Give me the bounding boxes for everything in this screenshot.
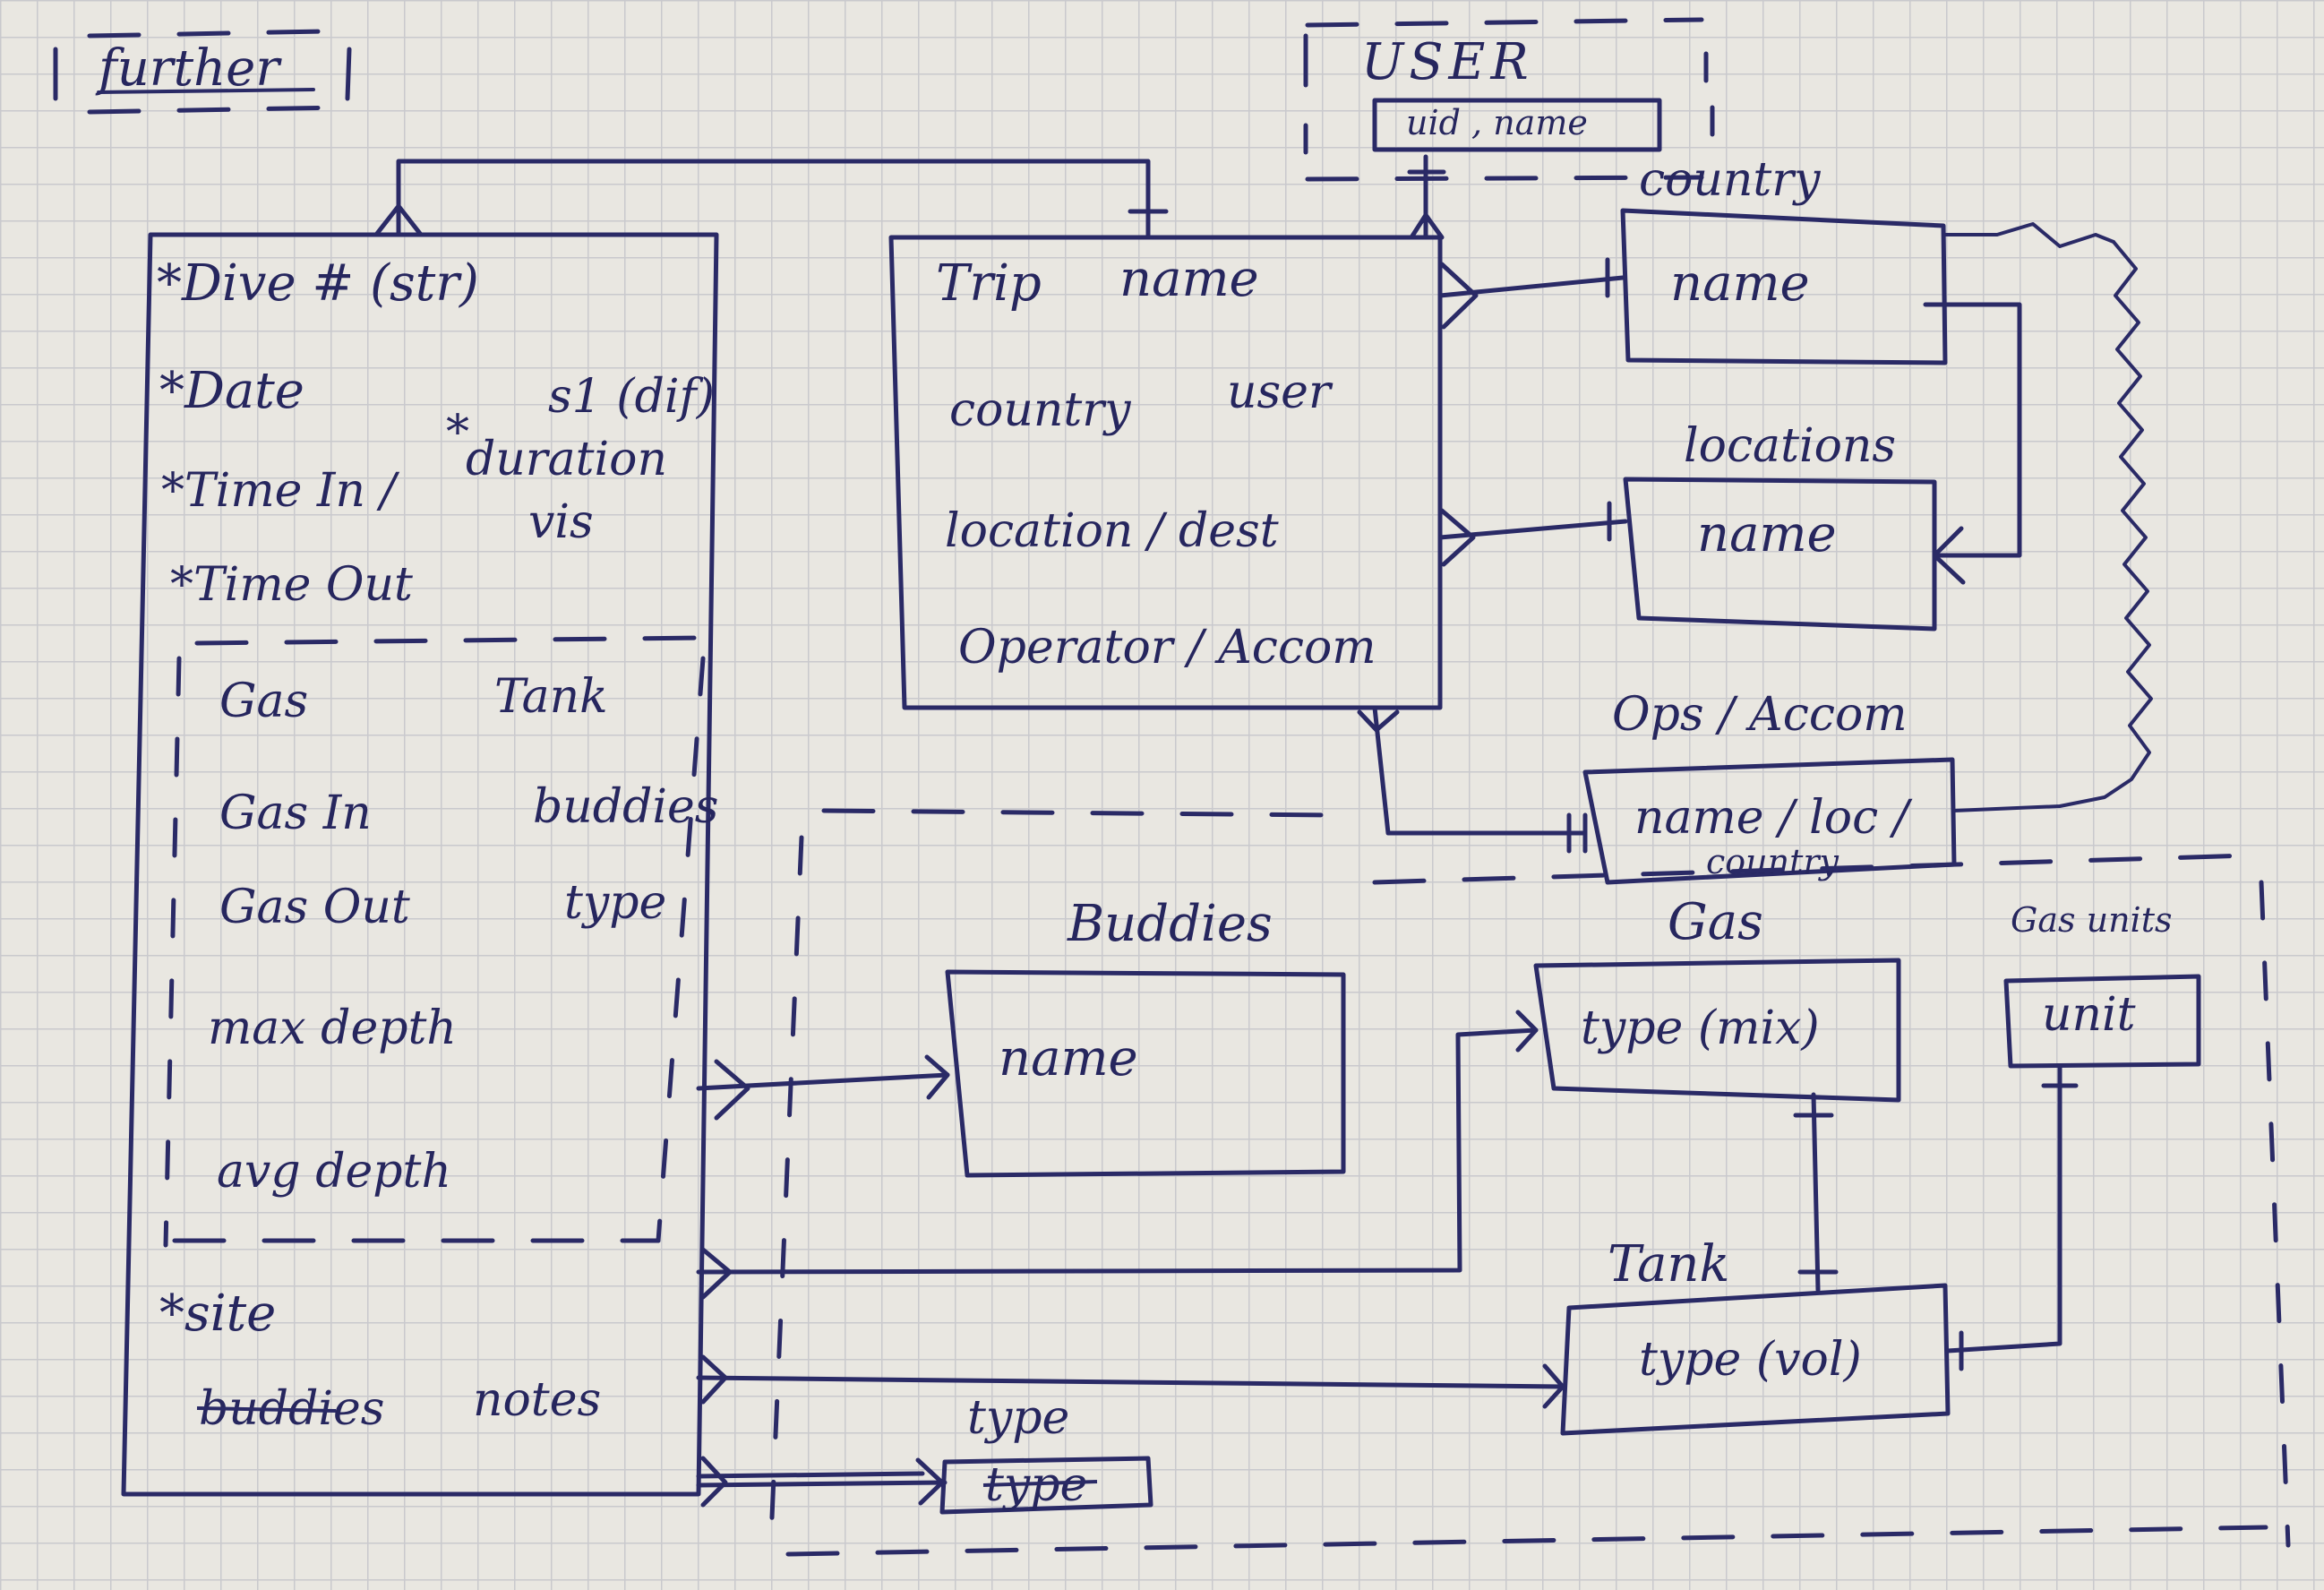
dive-field-time-out: *Time Out (170, 558, 413, 612)
ops-entity: Ops / Accom name / loc / country (1582, 688, 1957, 885)
gas-units-title: Gas units (2011, 900, 2172, 940)
tank-field-type: type (vol) (1639, 1333, 1862, 1387)
dive-field-type: type (564, 876, 666, 930)
dive-type-entity: type type (939, 1391, 1153, 1515)
country-field-name: name (1670, 254, 1810, 313)
dive-entity: *Dive # (str) *Date s1 (dif) *Time In / … (121, 232, 719, 1497)
user-fields: uid , name (1406, 103, 1588, 142)
gas-units-entity: Gas units unit (2003, 900, 2201, 1069)
tank-title: Tank (1608, 1235, 1729, 1293)
user-entity: USER uid , name (1303, 17, 1715, 182)
trip-field-location: location / dest (945, 504, 1279, 558)
country-entity: country name (1620, 153, 1948, 365)
dive-field-si: s1 (dif) (548, 370, 715, 424)
gas-field-type: type (mix) (1581, 1001, 1820, 1055)
trip-entity: Trip name country user location / dest O… (888, 235, 1443, 710)
dive-field-site: *site (159, 1285, 276, 1343)
dive-field-avg-depth: avg depth (217, 1145, 451, 1199)
dive-field-time-in: *Time In / (161, 464, 399, 518)
locations-entity: locations name (1623, 419, 1937, 632)
trip-field-operator: Operator / Accom (958, 621, 1376, 675)
dive-field-max-depth: max depth (208, 1001, 457, 1055)
dive-field-duration-star: * (446, 406, 469, 460)
user-title: USER (1361, 33, 1534, 91)
dive-field-gas-in: Gas In (219, 786, 372, 840)
gas-entity: Gas type (mix) (1533, 893, 1901, 1103)
country-title: country (1639, 153, 1821, 207)
tank-entity: Tank type (vol) (1560, 1235, 1951, 1436)
dive-field-tank: Tank (494, 670, 608, 724)
dive-field-notes: notes (473, 1373, 601, 1427)
lower-boundary (768, 808, 2291, 1561)
locations-title: locations (1684, 419, 1896, 473)
dive-field-gas: Gas (219, 675, 308, 728)
further-note: further (53, 29, 352, 115)
trip-field-user: user (1227, 365, 1334, 419)
ops-title: Ops / Accom (1612, 688, 1908, 742)
locations-field-name: name (1697, 505, 1837, 563)
buddies-entity: Buddies name (945, 895, 1346, 1178)
further-note-text: further (95, 39, 282, 98)
buddies-field-name: name (999, 1029, 1138, 1087)
trip-field-name: name (1119, 250, 1259, 308)
ops-field-name: name / loc / (1634, 791, 1913, 845)
dive-field-duration: duration (466, 433, 667, 486)
dive-field-gas-out: Gas Out (219, 881, 410, 934)
relationships (373, 154, 2153, 1508)
trip-field-trip: Trip (936, 254, 1042, 313)
dive-field-date: *Date (159, 362, 304, 420)
trip-field-country: country (949, 383, 1131, 437)
dive-field-dive-num: *Dive # (str) (157, 254, 479, 313)
dive-type-title: type (967, 1391, 1069, 1445)
buddies-title: Buddies (1067, 895, 1273, 953)
ops-field-country: country (1706, 842, 1839, 881)
gas-units-field: unit (2042, 988, 2136, 1042)
gas-title: Gas (1668, 893, 1763, 951)
dive-field-buddies: buddies (533, 780, 718, 834)
dive-field-vis: vis (528, 495, 594, 549)
